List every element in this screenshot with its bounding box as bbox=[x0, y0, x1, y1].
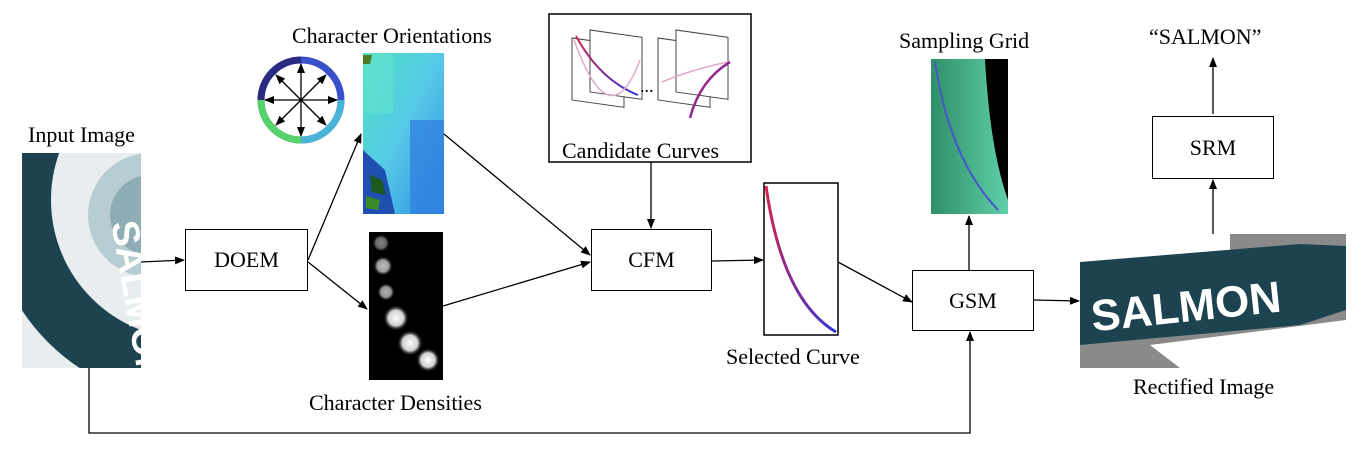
char-orientations-label: Character Orientations bbox=[292, 23, 492, 48]
srm-module: SRM bbox=[1152, 116, 1274, 179]
sampling-grid-label: Sampling Grid bbox=[899, 28, 1030, 53]
cfm-module: CFM bbox=[591, 229, 712, 291]
orientation-map-image bbox=[363, 53, 444, 214]
candidate-curves-label: Candidate Curves bbox=[562, 138, 720, 163]
density-map-image bbox=[369, 232, 443, 380]
rectified-image-label: Rectified Image bbox=[1133, 374, 1275, 399]
ellipsis-text: ... bbox=[640, 76, 654, 96]
orientation-wheel-icon bbox=[257, 56, 345, 144]
doem-module: DOEM bbox=[185, 229, 308, 291]
input-image-label: Input Image bbox=[28, 122, 135, 147]
selected-curve-image bbox=[763, 182, 839, 336]
rectified-image: SALMON bbox=[1080, 234, 1346, 368]
output-text-label: “SALMON” bbox=[1149, 24, 1262, 49]
gsm-module: GSM bbox=[912, 270, 1034, 331]
connectors bbox=[88, 57, 1217, 434]
input-image: SALMON bbox=[22, 153, 141, 368]
selected-curve-label: Selected Curve bbox=[726, 344, 860, 369]
char-densities-label: Character Densities bbox=[309, 390, 482, 415]
sampling-grid-image bbox=[931, 59, 1008, 214]
candidate-curves-panel: ... bbox=[548, 13, 752, 163]
